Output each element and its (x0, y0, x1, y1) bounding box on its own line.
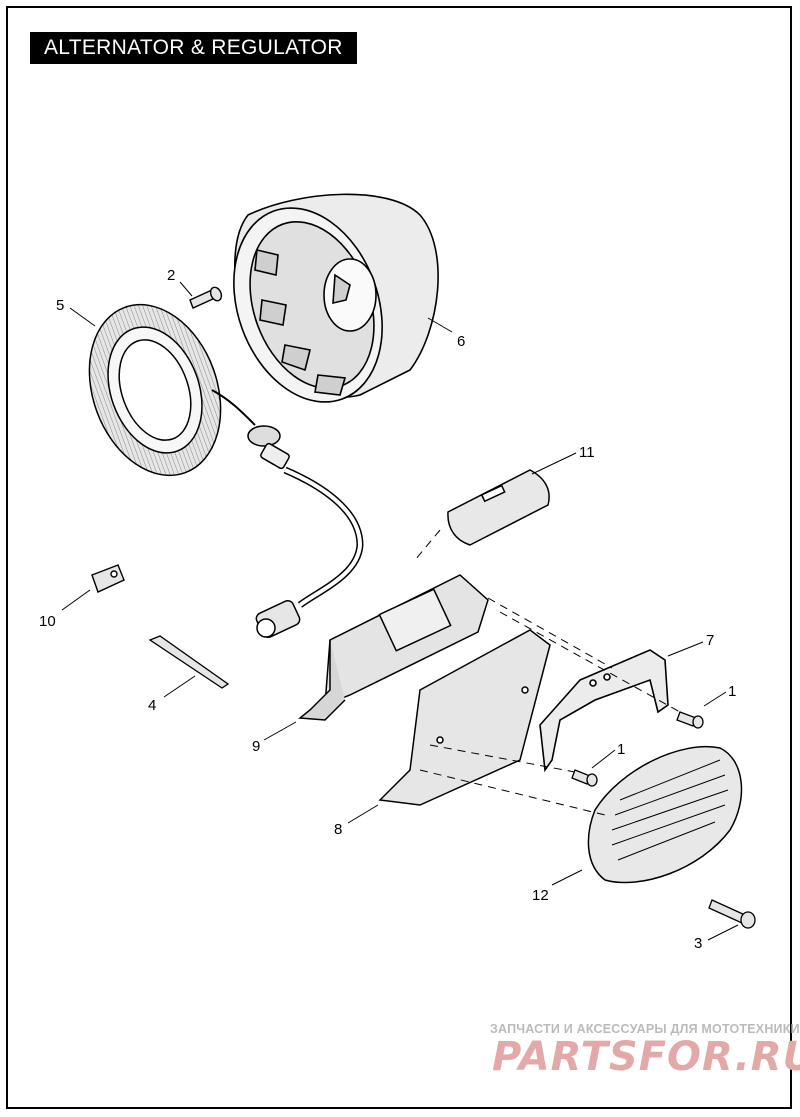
callout-5: 5 (56, 297, 64, 314)
bracket-part-7 (539, 649, 669, 773)
callout-8: 8 (334, 821, 342, 838)
rotor-part-6 (233, 193, 439, 403)
callout-1-upper: 1 (728, 683, 736, 700)
screw-part-2 (189, 286, 223, 309)
screw-part-3 (708, 899, 756, 929)
callout-10: 10 (39, 613, 56, 630)
regulator-part-12 (587, 746, 743, 884)
bracket-part-8 (378, 629, 551, 806)
callout-4: 4 (148, 697, 156, 714)
watermark-tagline: ЗАПЧАСТИ И АКСЕССУАРЫ ДЛЯ МОТОТЕХНИКИ (490, 1022, 800, 1036)
clip-part-10 (91, 564, 125, 593)
page-border (6, 6, 792, 1109)
screw-part-1-upper (676, 711, 704, 729)
callout-3: 3 (694, 935, 702, 952)
watermark-brand: PARTSFOR.RU (492, 1034, 800, 1080)
callout-11: 11 (579, 444, 595, 461)
stator-wire-harness (247, 425, 364, 639)
screw-part-1-lower (571, 769, 598, 787)
stator-part-5 (88, 303, 256, 477)
diagram-title: ALTERNATOR & REGULATOR (30, 32, 357, 64)
callout-2: 2 (167, 267, 175, 284)
leader-lines (61, 281, 739, 941)
callout-6: 6 (457, 333, 465, 350)
callout-7: 7 (706, 632, 714, 649)
cable-strap-part-4 (148, 635, 230, 689)
callout-12: 12 (532, 887, 549, 904)
tray-part-9 (298, 574, 489, 721)
cover-part-11 (447, 469, 550, 546)
callout-9: 9 (252, 738, 260, 755)
callout-labels: 2 5 6 11 10 4 9 7 1 1 8 12 3 (39, 267, 736, 952)
assembly-dashed-lines (414, 529, 681, 816)
callout-1-lower: 1 (617, 741, 625, 758)
